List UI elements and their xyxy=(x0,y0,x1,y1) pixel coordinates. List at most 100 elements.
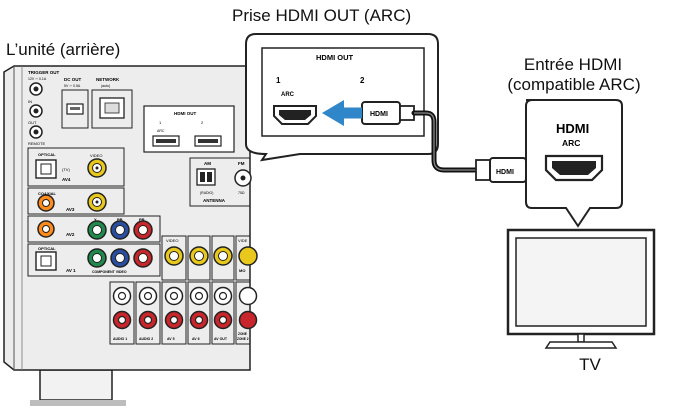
av6-video-ring xyxy=(194,251,204,261)
optical-port-av1 xyxy=(35,251,57,271)
tv-port-label: (TV) xyxy=(62,167,70,172)
av6-video-frame xyxy=(187,235,211,281)
av-out-l-ring xyxy=(218,291,228,301)
video2-label: VIDEO xyxy=(166,238,178,243)
pr-label: PR xyxy=(139,217,145,222)
av-out-label: AV OUT xyxy=(214,337,228,341)
av-out-video-ring xyxy=(218,251,228,261)
receiver-foot xyxy=(39,369,113,401)
radio-label: (RADIO) xyxy=(200,191,213,195)
out-label: OUT xyxy=(28,120,37,125)
av5-label: AV 5 xyxy=(167,337,175,341)
optical-port-av4-inner xyxy=(40,163,52,175)
zone-out-label: ZONE 2 xyxy=(237,337,249,341)
ohm-label: 75Ω xyxy=(238,191,245,195)
receiver-hdmi-out-label: HDMI OUT xyxy=(174,111,196,116)
dc-out-frame xyxy=(61,89,89,129)
av5-audio-frame xyxy=(161,281,187,345)
audio-block: AUDIO 1 AUDIO 2 AV 5 AV 6 AV OUT ZONE ZO… xyxy=(109,281,258,345)
coaxial-jack-ring xyxy=(42,199,50,207)
tv-plug-text: HDMI xyxy=(496,169,514,176)
av1-frame xyxy=(27,243,161,277)
zone-l-jack xyxy=(238,286,258,306)
receiver-hdmi-port1-inner xyxy=(156,139,176,143)
network-label: NETWORK xyxy=(96,77,120,82)
tv-label: TV xyxy=(579,355,601,374)
audio1-l-ring xyxy=(117,291,127,301)
av6-audio-frame xyxy=(187,281,211,345)
callout-port1-arc-inner xyxy=(279,110,311,120)
zone-r-jack xyxy=(238,310,258,330)
usb-port-tongue xyxy=(70,107,80,110)
trigger-jack-center xyxy=(33,86,39,92)
callout-heading: HDMI OUT xyxy=(316,53,353,62)
receiver-rear-panel: TRIGGER OUT 12V ⎓ 0.1A IN OUT REMOTE DC … xyxy=(3,65,258,406)
receiver-hdmi-port2-inner xyxy=(198,139,218,143)
tv-jack-subtitle: ARC xyxy=(562,138,580,148)
callout-port1-tag: ARC xyxy=(281,92,295,98)
television xyxy=(506,228,656,349)
antenna-label: ANTENNA xyxy=(203,198,226,203)
coaxial-label: COAXIAL xyxy=(38,191,57,196)
receiver-hdmi-port2-num: 2 xyxy=(201,120,204,125)
optical-port-av1-inner xyxy=(40,255,52,267)
audio2-frame xyxy=(135,281,161,345)
av4-video-jack-pin xyxy=(95,166,99,170)
av1-pb-ring xyxy=(115,253,125,263)
tv-stand xyxy=(544,341,618,349)
y-label: Y xyxy=(94,217,97,222)
audio2-l-ring xyxy=(143,291,153,301)
av3-frame xyxy=(27,187,125,215)
video-column-frame xyxy=(161,235,187,281)
remote-out-center xyxy=(33,129,39,135)
receiver-foot-shadow xyxy=(30,400,126,406)
optical2-label: OPTICAL xyxy=(38,246,56,251)
av3-label: AV3 xyxy=(66,207,75,212)
fm-jack-center xyxy=(240,175,246,181)
pb-label: PB xyxy=(117,217,123,222)
tv-hdmi-callout: HDMI ARC xyxy=(525,99,623,228)
component-video-label: COMPONENT VIDEO xyxy=(92,270,127,274)
av2-coaxial-ring xyxy=(42,225,50,233)
tv-hdmi-port-inner xyxy=(552,161,596,175)
av-out-audio-frame xyxy=(211,281,235,345)
hdmi-cable-highlight xyxy=(414,112,476,171)
av2-pr-ring xyxy=(138,225,148,235)
av1-pr-ring xyxy=(138,253,148,263)
tv-neck xyxy=(577,333,585,343)
audio2-r-ring xyxy=(143,315,153,325)
audio1-frame xyxy=(109,281,135,345)
zone2-label: ZONE xyxy=(238,332,247,336)
am-label: AM xyxy=(204,161,211,166)
callout-port2-number: 2 xyxy=(360,76,365,85)
tv-jack-title: HDMI xyxy=(556,121,589,136)
video3-label: VIDE xyxy=(238,238,248,243)
video-label: VIDEO xyxy=(90,153,102,158)
audio1-label: AUDIO 1 xyxy=(113,337,127,341)
lan-port-inner xyxy=(104,102,120,114)
trigger-spec-label: 12V ⎓ 0.1A xyxy=(28,77,47,81)
monitor-video-jack xyxy=(238,246,258,266)
am-terminal xyxy=(196,168,216,186)
tv-input-label-line2: (compatible ARC) xyxy=(507,75,641,94)
tv-plug-sleeve xyxy=(475,159,491,181)
av2-pb-ring xyxy=(115,225,125,235)
fm-label: FM xyxy=(238,161,245,166)
av4-frame xyxy=(27,147,125,187)
av2-y-ring xyxy=(92,225,102,235)
av1-y-ring xyxy=(92,253,102,263)
callout-plug-text: HDMI xyxy=(370,111,388,118)
av6-l-ring xyxy=(194,291,204,301)
av-out-r-ring xyxy=(218,315,228,325)
am-terminal-slot xyxy=(207,172,212,182)
callout-arrow-head xyxy=(322,100,344,126)
receiver-hdmi-port1-tag: ARC xyxy=(157,129,165,133)
optical-label: OPTICAL xyxy=(38,152,56,157)
av-out-video-frame xyxy=(211,235,235,281)
dc-out-label: DC OUT xyxy=(64,77,81,82)
callout-title: Prise HDMI OUT (ARC) xyxy=(232,6,412,25)
av4-label: AV4 xyxy=(62,177,71,182)
optical-port-av4 xyxy=(35,159,57,179)
